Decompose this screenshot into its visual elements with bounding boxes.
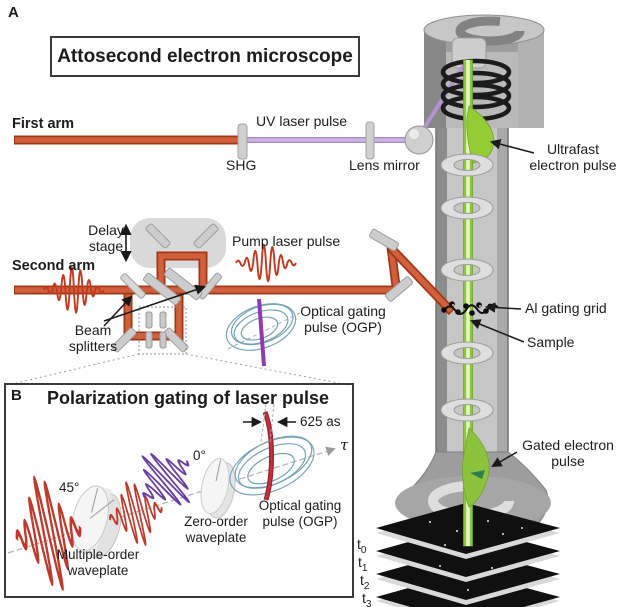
zero-order-waveplate-disk bbox=[200, 457, 236, 519]
sample-label: Sample bbox=[527, 334, 575, 350]
time-label-t3: t3 bbox=[362, 590, 372, 607]
pump-mirror-upper bbox=[368, 228, 400, 252]
magnetic-lens-rings bbox=[440, 153, 494, 422]
al-gating-grid-label: Al gating grid bbox=[525, 300, 607, 316]
pump-laser-pulse-label: Pump laser pulse bbox=[232, 233, 341, 249]
beam-splitters-label: Beam splitters bbox=[68, 322, 118, 355]
angle-45-label: 45° bbox=[59, 480, 80, 495]
electron-beam bbox=[462, 59, 495, 547]
panel-b-drawings bbox=[5, 403, 336, 595]
lens-mirror-label: Lens mirror bbox=[349, 157, 420, 173]
mirror-ball bbox=[404, 125, 434, 155]
time-label-t2: t2 bbox=[360, 572, 370, 592]
shg-label: SHG bbox=[226, 157, 257, 173]
annotation-arrows bbox=[103, 139, 535, 468]
ogp-label-a: Optical gating pulse (OGP) bbox=[300, 303, 386, 336]
second-arm-label: Second arm bbox=[12, 258, 95, 274]
arrow-ultrafast bbox=[489, 139, 535, 154]
panel-a-label: A bbox=[8, 4, 19, 21]
panel-b-label: B bbox=[11, 387, 22, 404]
uv-laser-pulse-label: UV laser pulse bbox=[256, 113, 348, 129]
gated-pulse-blob bbox=[462, 427, 490, 508]
top-c-ring bbox=[455, 16, 525, 46]
waveplate-zoom-box bbox=[138, 306, 187, 355]
arrow-splitter-right bbox=[103, 284, 206, 322]
time-label-t1: t1 bbox=[358, 554, 368, 574]
panel-b-frame bbox=[4, 383, 354, 598]
delay-stage-label: Delay stage bbox=[88, 222, 124, 255]
ogp-sketch-a bbox=[225, 298, 301, 367]
detector-specks bbox=[429, 520, 523, 591]
ogp-label-b: Optical gating pulse (OGP) bbox=[258, 498, 342, 529]
detector-plate-stack bbox=[376, 503, 560, 607]
figure-title: Attosecond electron microscope bbox=[50, 36, 360, 77]
time-label-t0: t0 bbox=[357, 536, 367, 556]
arrow-gated bbox=[491, 451, 518, 468]
ultrafast-electron-pulse-label: Ultrafast electron pulse bbox=[529, 141, 617, 174]
arrow-splitter-left bbox=[103, 295, 133, 327]
lens-element bbox=[365, 121, 375, 160]
beam-splitter-left bbox=[120, 273, 146, 299]
arrow-al-grid bbox=[484, 302, 522, 313]
multiple-order-waveplate-disk bbox=[71, 485, 122, 559]
shg-crystal bbox=[237, 123, 248, 160]
pump-mirror-lower bbox=[384, 276, 414, 302]
condenser-coils bbox=[417, 58, 512, 138]
angle-0-label: 0° bbox=[193, 448, 206, 463]
gated-electron-pulse-label: Gated electron pulse bbox=[522, 437, 614, 470]
first-arm-beams bbox=[14, 121, 434, 160]
arrow-sample bbox=[470, 319, 525, 343]
ogp-sketch-b bbox=[229, 435, 315, 496]
tau-axis-label: τ bbox=[340, 436, 349, 454]
first-arm-label: First arm bbox=[12, 116, 75, 132]
zero-order-waveplate-label: Zero-order waveplate bbox=[184, 514, 248, 545]
multiple-order-waveplate-label: Multiple-order waveplate bbox=[56, 547, 140, 578]
gate-duration-label: 625 as bbox=[300, 414, 341, 429]
panel-b-title: Polarization gating of laser pulse bbox=[46, 388, 330, 408]
